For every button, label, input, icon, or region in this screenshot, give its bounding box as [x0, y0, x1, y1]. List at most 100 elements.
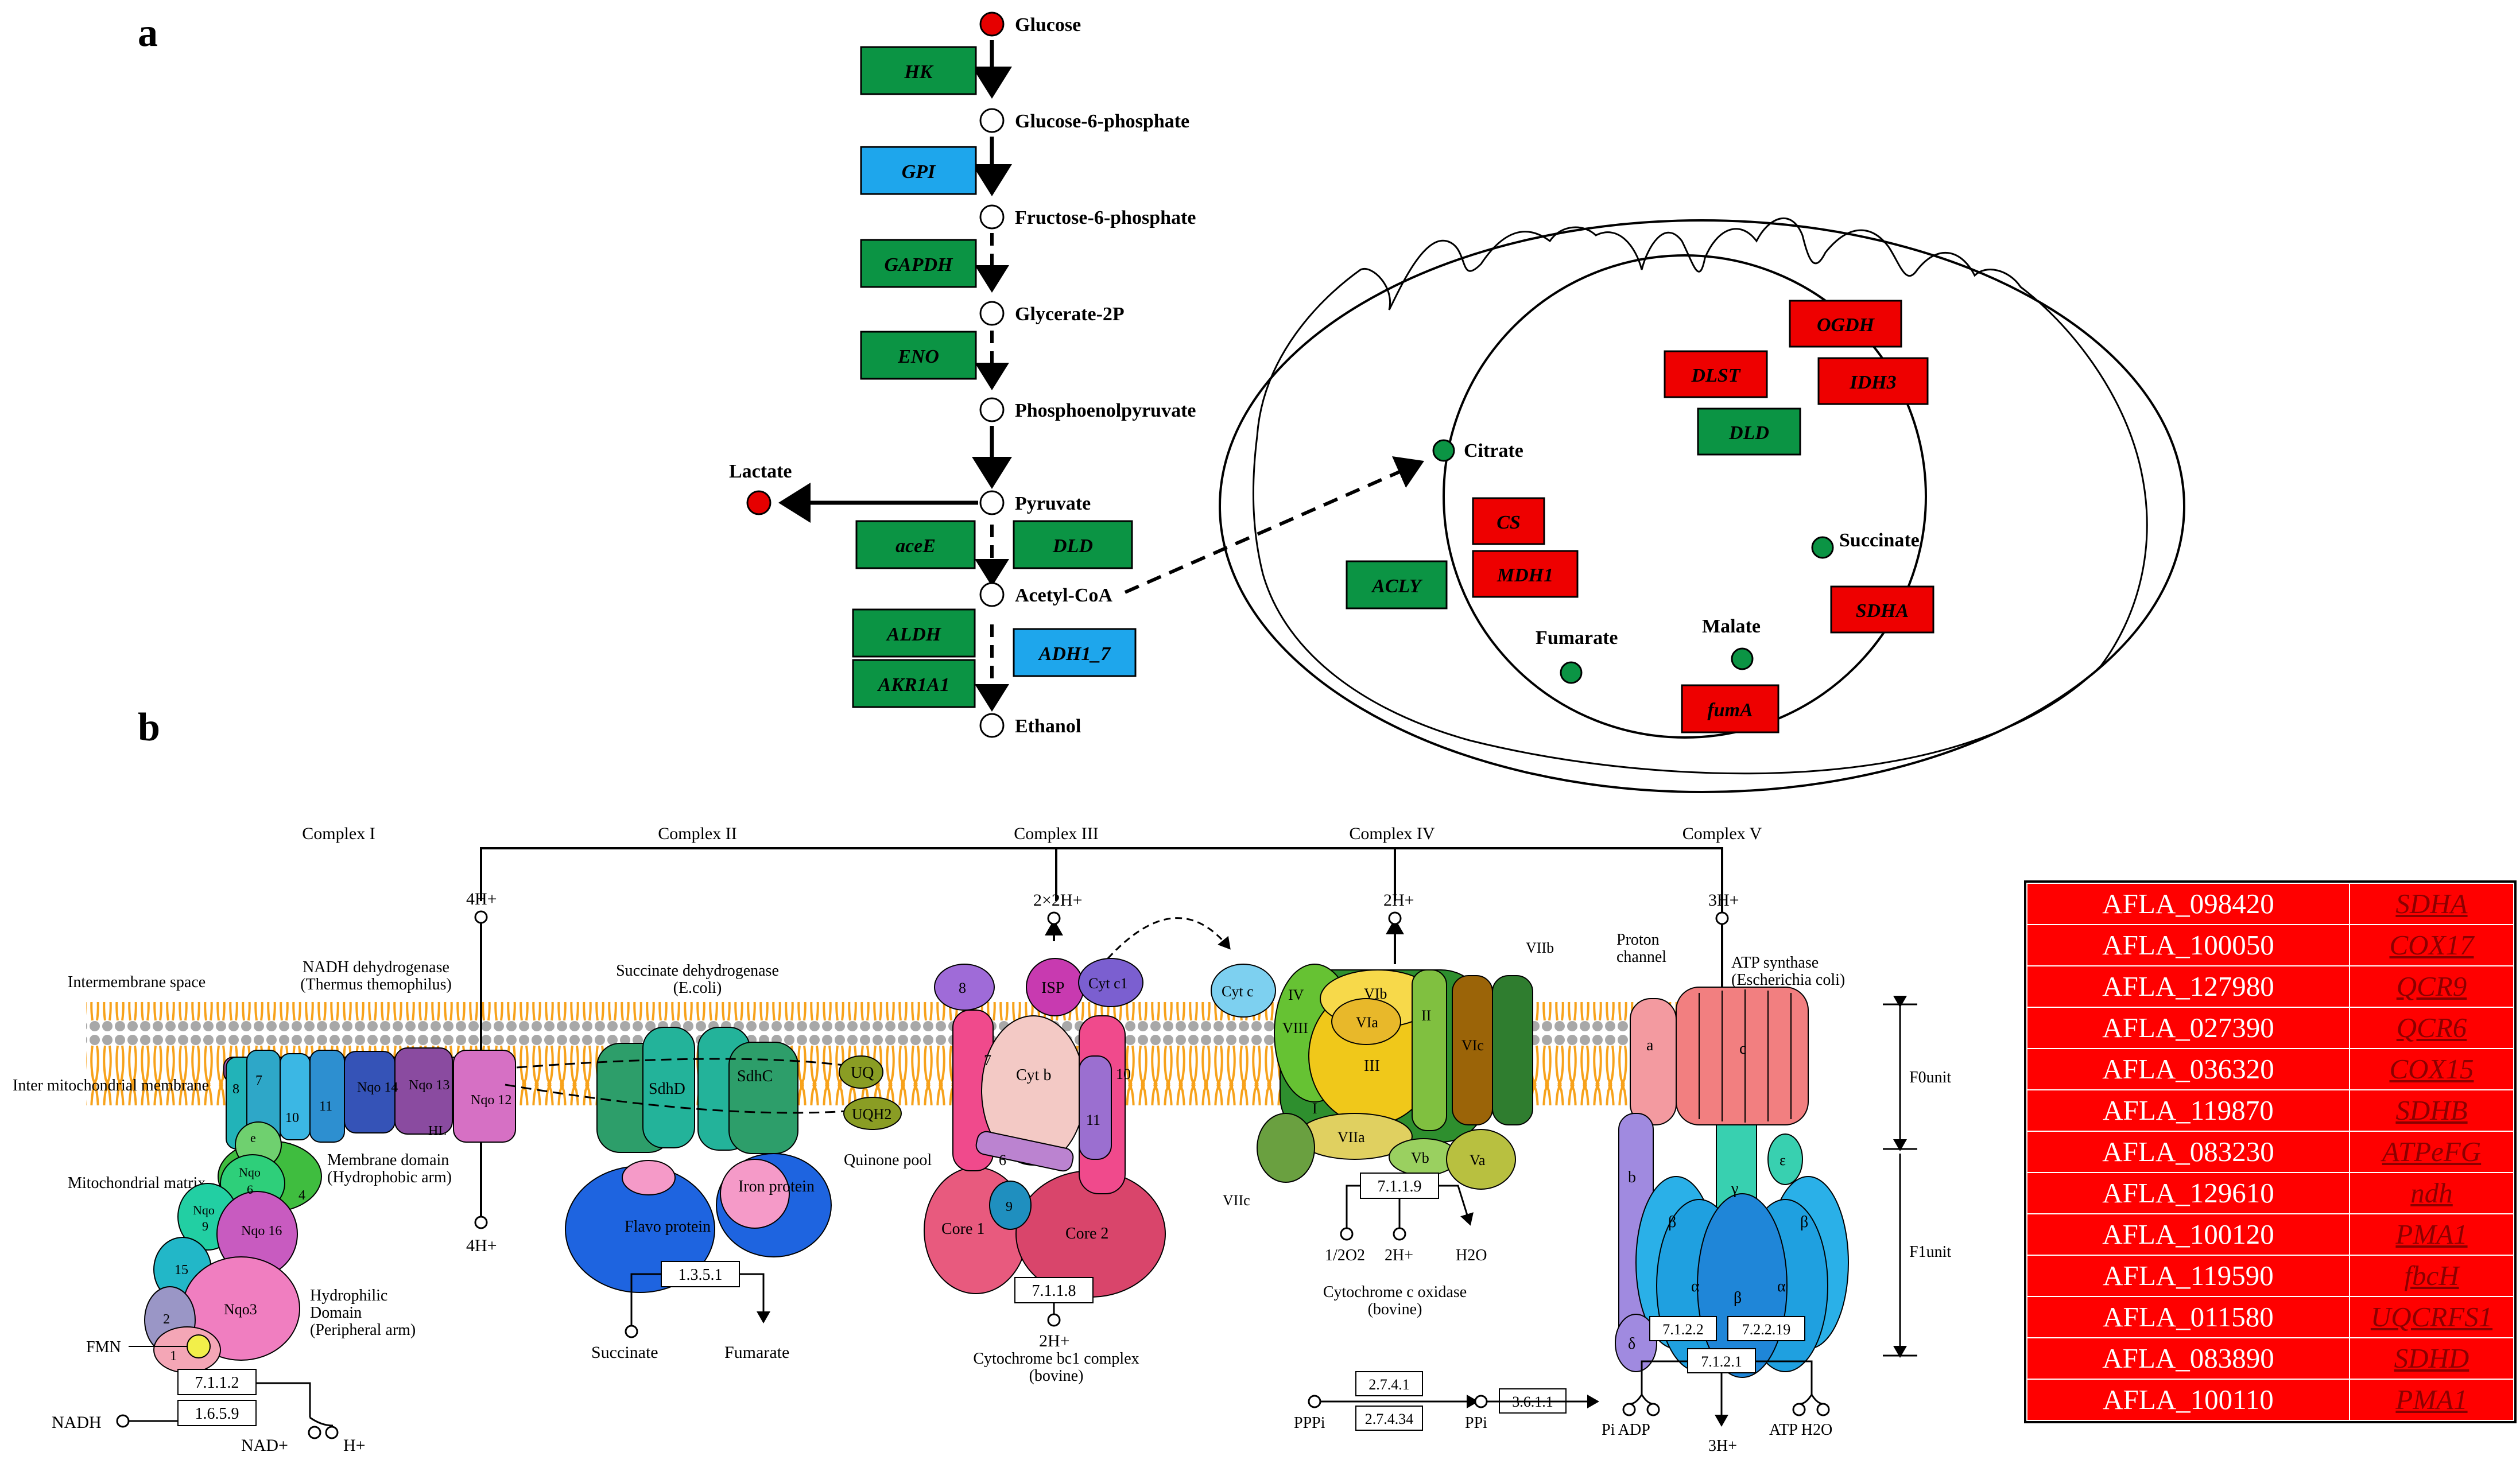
subunit-epsilon: [1767, 1133, 1803, 1185]
c4-label-viic: VIIc: [1223, 1192, 1250, 1209]
ec-7-2-2-19-box: [1727, 1316, 1805, 1341]
node-pyruvate: [979, 490, 1005, 515]
enzyme-dld-tca-label: DLD: [1728, 422, 1769, 444]
c1-label-1: 1: [170, 1349, 177, 1364]
complex-i-title: Complex I: [302, 824, 375, 843]
gene-name-cell: COX15: [2349, 1048, 2514, 1090]
c3-label-core2: Core 2: [1065, 1225, 1108, 1243]
c1-label-7: 7: [255, 1073, 262, 1088]
subunit-viic: [1257, 1113, 1315, 1183]
complex-iii: 8 ISP Cyt c1 7 Cyt b 10 11 6 Core 1 9 Co…: [924, 917, 1231, 1385]
enzyme-adh1-7: ADH1_7: [1013, 628, 1137, 677]
ec-1-6-5-9: 1.6.5.9: [195, 1405, 239, 1423]
node-fructose-6-phosphate: [979, 204, 1005, 230]
ec-7-1-2-2-box: [1649, 1316, 1717, 1341]
pi-adp-label: Pi ADP: [1602, 1421, 1650, 1439]
proton-bracket-line: [480, 847, 1723, 901]
complex-i: NADH dehydrogenase(Thermus themophilus) …: [52, 958, 516, 1455]
enzyme-gpi-label: GPI: [902, 161, 936, 183]
nad-label: NAD+: [241, 1436, 288, 1455]
subunit-va: [1446, 1129, 1516, 1190]
c5-label-gamma: γ: [1731, 1180, 1738, 1198]
enzyme-sdha-label: SDHA: [1856, 600, 1909, 622]
node-fumarate: [1560, 661, 1583, 684]
c1-label-nqo16: Nqo 16: [241, 1224, 282, 1239]
c3-2h-label: 2H+: [1039, 1331, 1070, 1350]
enzyme-idh3: IDH3: [1817, 357, 1929, 405]
c3-label-cytb: Cyt b: [1016, 1066, 1051, 1084]
c4-label-iii: III: [1364, 1057, 1380, 1075]
ec-7-1-1-2: 7.1.1.2: [195, 1374, 239, 1392]
subunit-nqo12: [453, 1050, 516, 1143]
complex-iv: Cyt c IV VIII VIb VIa III II VIc VIIb I …: [1211, 940, 1554, 1318]
c1-label-hl: HL: [428, 1124, 447, 1139]
fmn: [187, 1334, 211, 1358]
ec-1-6-5-9-box: [177, 1400, 257, 1426]
subunit-delta: [1615, 1314, 1657, 1372]
half-o2-label: 1/2O2: [1325, 1247, 1365, 1264]
subunit-nqo13: [394, 1047, 453, 1135]
gene-id-cell: AFLA_036320: [2026, 1048, 2350, 1090]
c5-label-c: c: [1739, 1040, 1746, 1058]
enzyme-adh1-7-label: ADH1_7: [1038, 643, 1112, 665]
node-phosphoenolpyruvate: [979, 397, 1005, 422]
enzyme-dlst-label: DLST: [1691, 365, 1741, 386]
c5-label-a: a: [1646, 1036, 1654, 1054]
label-matrix: Mitochondrial matrix: [68, 1174, 206, 1192]
h-label-complex3: 2×2H+: [1033, 891, 1083, 910]
enzyme-acee-label: aceE: [895, 535, 936, 557]
metabolite-glucose-6-phosphate: Glucose-6-phosphate: [1015, 111, 1189, 132]
c1-label-nqo13: Nqo 13: [409, 1078, 449, 1093]
gene-name-cell: QCR9: [2349, 965, 2514, 1008]
node-citrate: [1432, 439, 1455, 462]
ec-2-7-4-34-box: [1355, 1406, 1423, 1431]
metabolite-glucose: Glucose: [1015, 14, 1081, 36]
enzyme-idh3-label: IDH3: [1849, 372, 1896, 393]
mitochondrion-outer-membrane: [1219, 219, 2185, 793]
c3-label-6: 6: [999, 1152, 1006, 1168]
uq-label: UQ: [851, 1064, 874, 1082]
c5-label-beta-r: β: [1800, 1213, 1808, 1231]
enzyme-sdha-tca: SDHA: [1830, 585, 1934, 634]
subunit-viib: [1492, 975, 1533, 1125]
enzyme-fuma: fumA: [1681, 684, 1779, 733]
gene-id-cell: AFLA_098420: [2026, 883, 2350, 925]
c5-label-alpha-l: α: [1691, 1278, 1700, 1295]
metabolite-fumarate: Fumarate: [1536, 627, 1618, 649]
c1-label-6: 6: [247, 1182, 253, 1197]
ec-7-2-2-19: 7.2.2.19: [1742, 1321, 1791, 1338]
node-glycerate-2p: [979, 301, 1005, 326]
gene-name-cell: PMA1: [2349, 1379, 2514, 1421]
gene-name-cell: PMA1: [2349, 1213, 2514, 1256]
gene-id-cell: AFLA_129610: [2026, 1172, 2350, 1214]
c5-label-beta-l: β: [1668, 1213, 1676, 1231]
h-label-complex4: 2H+: [1383, 891, 1414, 910]
c3-label-core1: Core 1: [941, 1220, 984, 1238]
complex-header: Complex I Complex II Complex III Complex…: [302, 824, 1762, 901]
ec-7-1-1-2-box: [177, 1369, 257, 1395]
node-glucose: [979, 11, 1005, 37]
sdhd-label: SdhD: [649, 1080, 685, 1098]
fumarate-label: Fumarate: [724, 1343, 789, 1362]
gene-id-cell: AFLA_011580: [2026, 1296, 2350, 1338]
metabolite-ethanol: Ethanol: [1015, 716, 1081, 737]
c3-label-isp: ISP: [1041, 979, 1064, 997]
metabolite-fructose-6-phosphate: Fructose-6-phosphate: [1015, 207, 1196, 228]
enzyme-hk: HK: [860, 46, 977, 95]
gene-name-cell: fbcH: [2349, 1255, 2514, 1297]
c5-label-epsilon: ε: [1779, 1152, 1786, 1168]
enzyme-dlst: DLST: [1664, 350, 1768, 398]
iron-protein: [720, 1159, 790, 1229]
ec-7-1-1-9-box: [1360, 1173, 1439, 1199]
gene-id-cell: AFLA_083230: [2026, 1131, 2350, 1173]
c5-label-b: b: [1628, 1168, 1636, 1186]
gene-id-cell: AFLA_119870: [2026, 1089, 2350, 1132]
